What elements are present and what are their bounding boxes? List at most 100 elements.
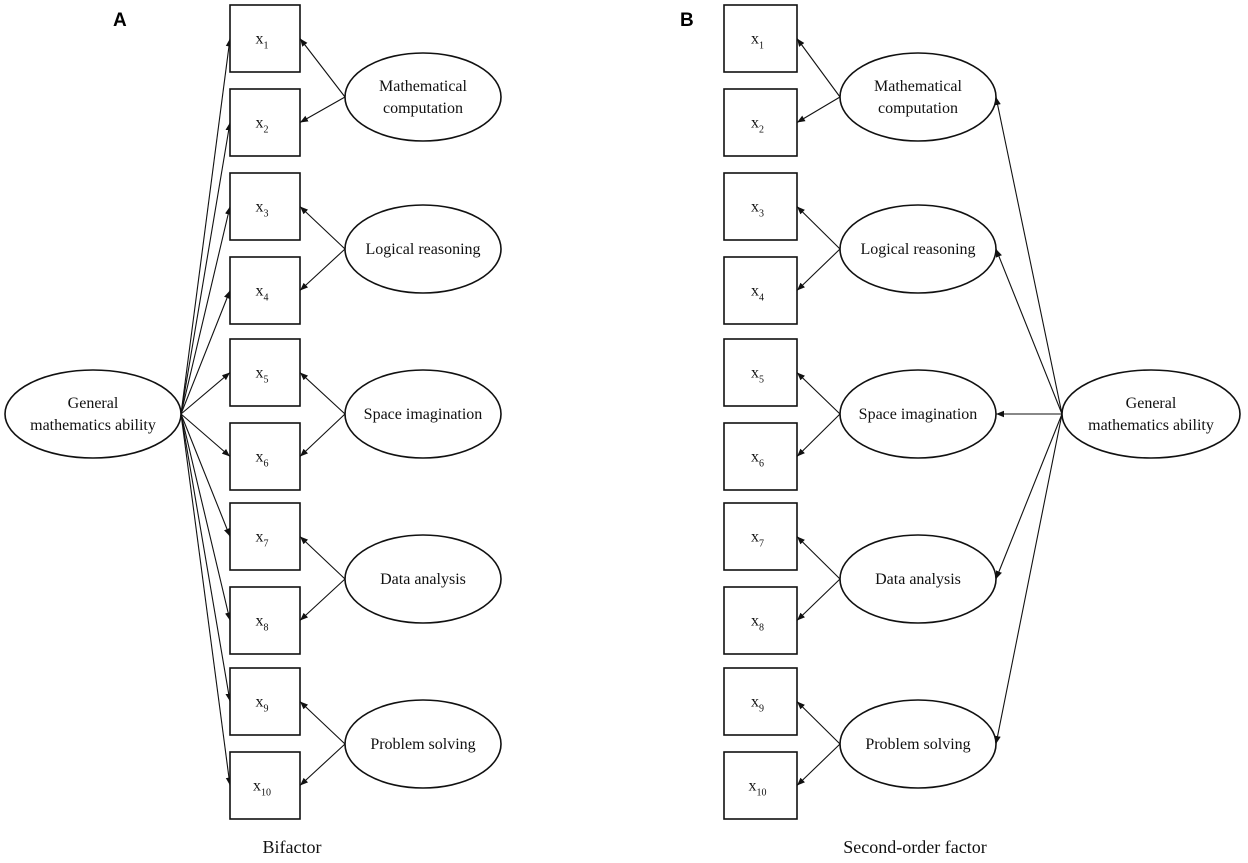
indicator-x7: x7 bbox=[723, 502, 798, 571]
indicator-subscript: 9 bbox=[264, 704, 269, 715]
general-factor-label-line: mathematics ability bbox=[30, 417, 156, 434]
indicator-base: x bbox=[751, 613, 759, 630]
factor-node: Logical reasoning bbox=[344, 204, 502, 294]
indicator-x5: x5 bbox=[229, 338, 301, 407]
indicator-box bbox=[723, 586, 798, 655]
factor-ellipse bbox=[344, 52, 502, 142]
indicator-box bbox=[229, 667, 301, 736]
general-loading-arrow bbox=[180, 372, 231, 415]
specific-loading-arrow bbox=[299, 38, 346, 98]
factor-ellipse bbox=[839, 534, 997, 624]
indicator-base: x bbox=[253, 778, 261, 795]
indicator-x1: x1 bbox=[723, 4, 798, 73]
general-loading-arrow bbox=[180, 413, 232, 621]
indicator-subscript: 5 bbox=[264, 375, 269, 386]
indicator-x10: x10 bbox=[229, 751, 301, 820]
indicator-box bbox=[723, 751, 798, 820]
indicator-x2: x2 bbox=[723, 88, 798, 157]
panel-a-letter: A bbox=[113, 10, 127, 31]
specific-loading-arrow bbox=[299, 248, 346, 291]
indicator-box bbox=[229, 88, 301, 157]
first-order-loading-arrow bbox=[796, 536, 841, 580]
factor-node: Problem solving bbox=[839, 699, 997, 789]
indicator-x3: x3 bbox=[229, 172, 301, 241]
indicator-base: x bbox=[256, 31, 264, 48]
indicator-box bbox=[229, 4, 301, 73]
specific-loading-arrow bbox=[299, 701, 346, 745]
indicator-subscript: 3 bbox=[759, 209, 764, 220]
specific-loading-arrow bbox=[299, 743, 346, 786]
indicator-box bbox=[229, 422, 301, 491]
indicator-x7: x7 bbox=[229, 502, 301, 571]
first-order-loading-arrow bbox=[796, 701, 841, 745]
general-loading-arrow bbox=[180, 290, 231, 415]
indicator-x9: x9 bbox=[723, 667, 798, 736]
indicator-base: x bbox=[751, 199, 759, 216]
factor-label: Data analysis bbox=[380, 571, 466, 588]
indicator-base: x bbox=[751, 449, 759, 466]
factor-node: Data analysis bbox=[344, 534, 502, 624]
indicator-base: x bbox=[256, 529, 264, 546]
indicator-x6: x6 bbox=[229, 422, 301, 491]
factor-label-line: Mathematical bbox=[874, 78, 963, 95]
indicator-box bbox=[723, 667, 798, 736]
indicator-label: x4 bbox=[256, 283, 269, 304]
factor-label-line: Problem solving bbox=[370, 736, 475, 753]
general-factor-label-line: mathematics ability bbox=[1088, 417, 1214, 434]
first-order-loading-arrow bbox=[796, 578, 841, 621]
indicator-subscript: 10 bbox=[757, 788, 767, 799]
general-factor-ellipse bbox=[4, 369, 182, 459]
general-factor-node: General mathematics ability bbox=[1061, 369, 1241, 459]
general-loading-arrow bbox=[180, 206, 232, 415]
indicator-box bbox=[229, 751, 301, 820]
second-order-loading-arrow bbox=[995, 413, 1063, 580]
general-factor-label: General mathematics ability bbox=[1088, 395, 1214, 434]
factor-ellipse bbox=[344, 699, 502, 789]
indicator-base: x bbox=[751, 31, 759, 48]
specific-loading-arrow bbox=[299, 96, 346, 123]
indicator-x3: x3 bbox=[723, 172, 798, 241]
indicator-box bbox=[229, 256, 301, 325]
indicator-subscript: 4 bbox=[264, 293, 269, 304]
factor-label-line: Logical reasoning bbox=[365, 241, 480, 258]
indicator-base: x bbox=[256, 449, 264, 466]
specific-loading-arrow bbox=[299, 372, 346, 415]
indicator-label: x10 bbox=[253, 778, 271, 799]
factor-label: Data analysis bbox=[875, 571, 961, 588]
indicator-subscript: 1 bbox=[264, 41, 269, 52]
second-order-loading-arrow bbox=[994, 96, 1063, 415]
general-factor-label-line: General bbox=[1126, 395, 1177, 412]
first-order-loading-arrow bbox=[796, 38, 841, 98]
first-order-loading-arrow bbox=[796, 413, 841, 457]
general-loading-arrow bbox=[180, 122, 232, 415]
indicator-label: x10 bbox=[749, 778, 767, 799]
factor-node: Logical reasoning bbox=[839, 204, 997, 294]
indicator-box bbox=[723, 88, 798, 157]
indicator-box bbox=[229, 172, 301, 241]
indicator-label: x2 bbox=[751, 115, 764, 136]
first-order-loading-arrow bbox=[796, 372, 841, 415]
factor-label: Problem solving bbox=[370, 736, 475, 753]
indicator-label: x8 bbox=[256, 613, 269, 634]
panel-a-caption: Bifactor bbox=[263, 837, 322, 857]
factor-node: Problem solving bbox=[344, 699, 502, 789]
indicator-label: x7 bbox=[751, 529, 764, 550]
indicator-box bbox=[229, 338, 301, 407]
indicator-x8: x8 bbox=[723, 586, 798, 655]
factor-label: Logical reasoning bbox=[860, 241, 975, 258]
indicator-base: x bbox=[749, 778, 757, 795]
indicator-subscript: 5 bbox=[759, 375, 764, 386]
indicator-box bbox=[723, 256, 798, 325]
indicator-box bbox=[229, 586, 301, 655]
indicator-label: x1 bbox=[751, 31, 764, 52]
factor-label: Space imagination bbox=[859, 406, 978, 423]
indicator-box bbox=[229, 502, 301, 571]
specific-loading-arrow bbox=[299, 578, 346, 621]
